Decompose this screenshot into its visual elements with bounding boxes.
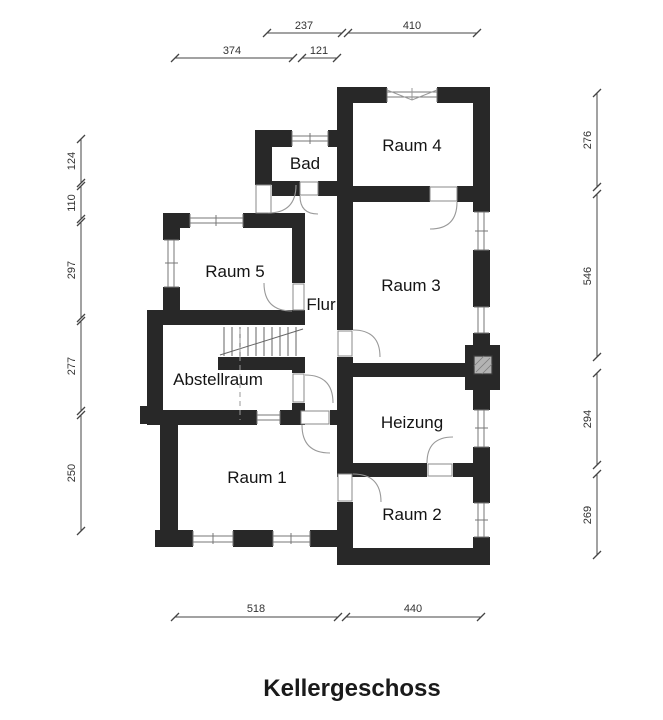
dim-left-110: 110 [66,194,78,212]
dim-left-277: 277 [66,357,78,375]
dim-right-276: 276 [582,131,594,149]
dim-right-294: 294 [582,410,594,428]
room-label-heizung: Heizung [381,413,443,432]
room-labels: Raum 4 Bad Raum 5 Flur Raum 3 Abstellrau… [173,136,443,524]
dimension-lines: 237 410 374 121 518 440 124 110 297 277 … [66,20,602,622]
dim-top-374: 374 [223,45,241,57]
chimney-block [465,345,500,390]
room-label-flur: Flur [306,295,336,314]
door-raum4-raum3 [429,186,458,230]
room-label-bad: Bad [290,154,320,173]
door-abstellraum [292,373,334,404]
dim-top-237: 237 [295,20,313,32]
door-entrance-west [255,184,297,214]
window-raum2-east [474,502,489,538]
window-heizung-east [474,409,489,448]
door-flur-raum1 [300,410,331,454]
staircase [219,327,304,420]
room-label-raum4: Raum 4 [382,136,442,155]
window-raum3-east-upper [474,211,489,251]
room-label-raum2: Raum 2 [382,505,442,524]
dim-bottom-440: 440 [404,603,422,615]
window-raum4-north [386,88,438,102]
dim-left-250: 250 [66,464,78,482]
window-raum3-east-lower [474,306,489,334]
room-label-abstellraum: Abstellraum [173,370,263,389]
room-label-raum3: Raum 3 [381,276,441,295]
dim-left-297: 297 [66,261,78,279]
door-raum5 [263,282,305,312]
window-raum5-north [189,214,244,227]
window-raum1-south-right [272,531,311,546]
dim-top-121: 121 [310,45,328,57]
room-label-raum5: Raum 5 [205,262,265,281]
door-raum1-raum2 [337,473,382,503]
dim-left-124: 124 [66,152,78,170]
room-label-raum1: Raum 1 [227,468,287,487]
dim-bottom-518: 518 [247,603,265,615]
window-raum5-west [164,239,179,288]
dim-right-269: 269 [582,506,594,524]
window-abstellraum-raum1 [256,411,281,424]
window-bad-north [291,131,329,146]
door-raum2-heizung [426,436,454,477]
window-raum1-south-left [192,531,234,546]
door-flur-raum3 [337,329,381,358]
dim-right-546: 546 [582,267,594,285]
door-bad [299,181,319,215]
windows [164,88,489,546]
walls [140,87,490,565]
doors [255,181,458,503]
dim-top-410: 410 [403,20,421,32]
page-title: Kellergeschoss [263,675,440,702]
